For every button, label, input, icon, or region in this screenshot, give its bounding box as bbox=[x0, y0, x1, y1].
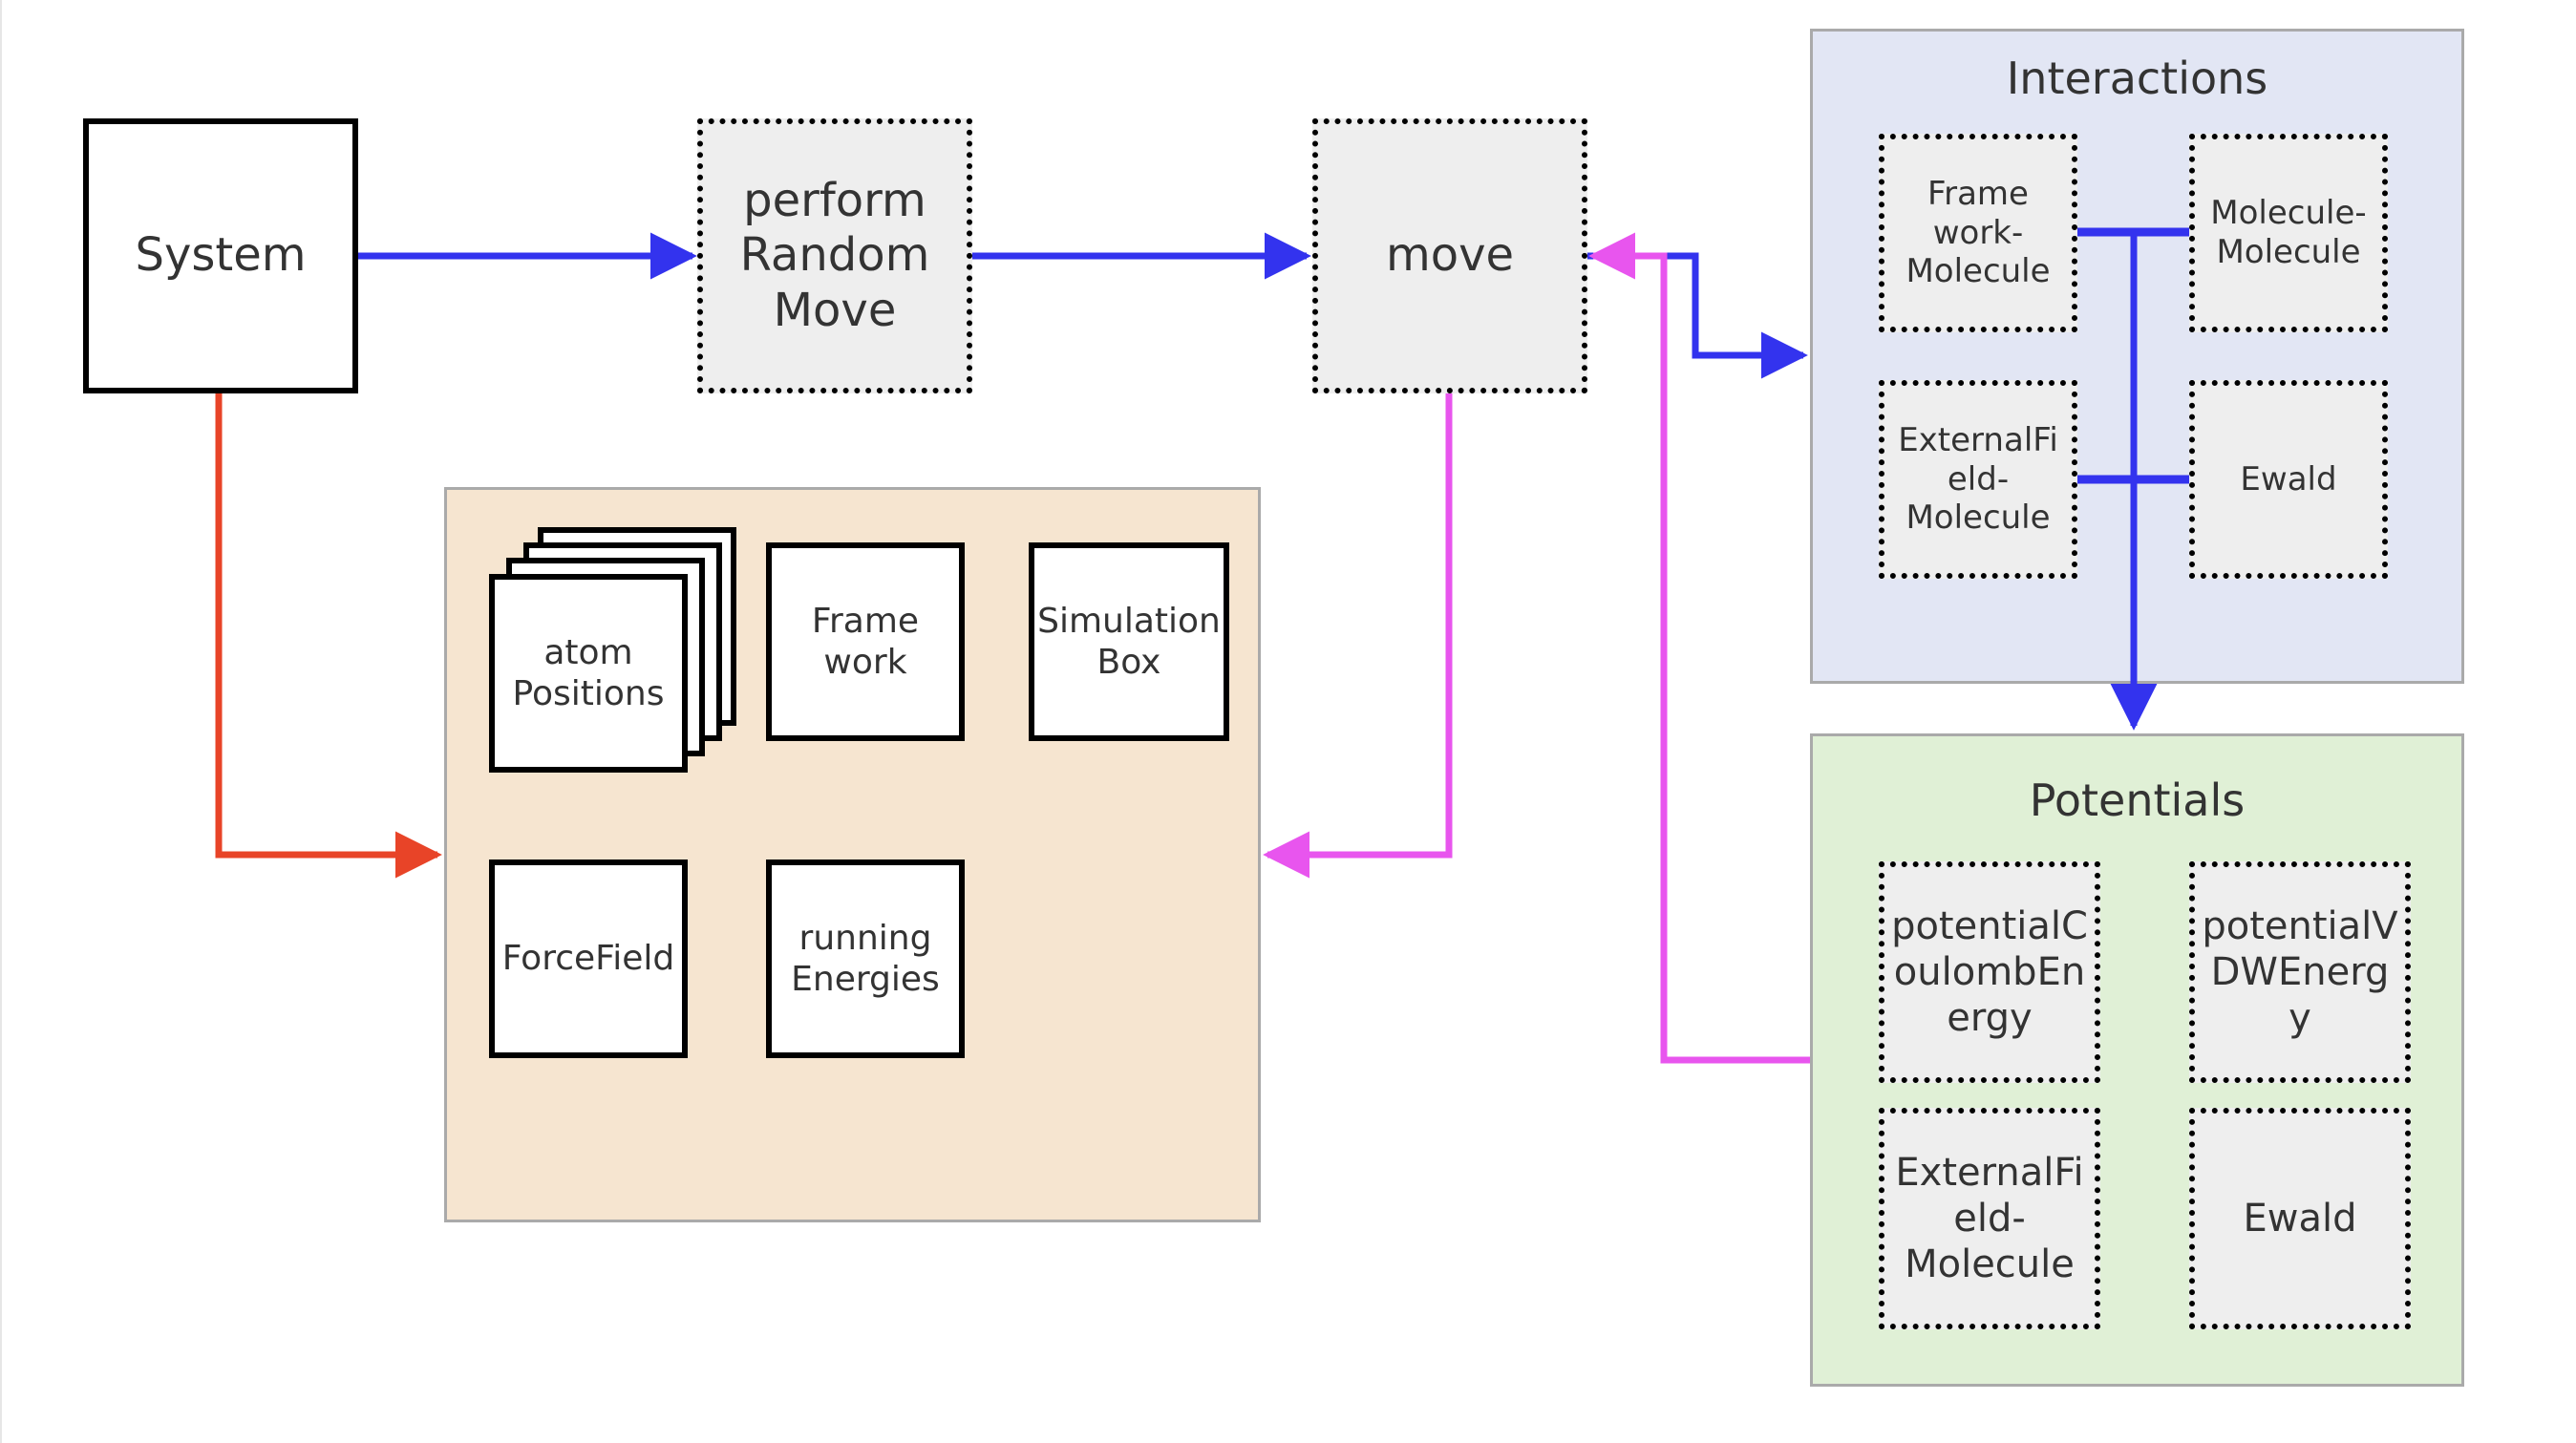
interaction-ewald-label: Ewald bbox=[2240, 459, 2337, 499]
system-label: System bbox=[135, 228, 307, 283]
potentials-title: Potentials bbox=[2029, 775, 2246, 826]
move-label: move bbox=[1385, 228, 1515, 283]
move-node: move bbox=[1312, 118, 1587, 393]
interaction-externalfield-molecule-label: ExternalFi eld- Molecule bbox=[1898, 420, 2058, 538]
potential-coulomb-energy-node: potentialC oulombEn ergy bbox=[1879, 861, 2100, 1083]
running-energies-label: running Energies bbox=[791, 918, 940, 999]
left-border-line bbox=[0, 0, 2, 1443]
simulation-box-label: Simulation Box bbox=[1037, 601, 1221, 682]
interaction-molecule-molecule-label: Molecule- Molecule bbox=[2210, 194, 2367, 271]
interaction-molecule-molecule-node: Molecule- Molecule bbox=[2189, 134, 2388, 332]
potential-coulomb-energy-label: potentialC oulombEn ergy bbox=[1891, 904, 2088, 1040]
simulation-box-node: Simulation Box bbox=[1029, 542, 1229, 741]
arrow-move-to-state-panel bbox=[1263, 393, 1453, 879]
arrow-move-to-interactions bbox=[1587, 252, 1808, 379]
interaction-ewald-node: Ewald bbox=[2189, 380, 2388, 579]
forcefield-label: ForceField bbox=[501, 939, 675, 979]
atom-positions-label: atom Positions bbox=[512, 632, 665, 713]
interaction-framework-molecule-label: Frame work- Molecule bbox=[1905, 174, 2051, 291]
framework-node: Frame work bbox=[766, 542, 965, 741]
potential-externalfield-molecule-node: ExternalFi eld- Molecule bbox=[1879, 1108, 2100, 1329]
arrow-system-to-state-panel bbox=[215, 393, 442, 879]
perform-random-move-node: perform Random Move bbox=[697, 118, 972, 393]
potential-ewald-node: Ewald bbox=[2189, 1108, 2411, 1329]
atom-positions-node: atom Positions bbox=[489, 574, 688, 773]
potential-vdw-energy-node: potentialV DWEnerg y bbox=[2189, 861, 2411, 1083]
potential-vdw-energy-label: potentialV DWEnerg y bbox=[2202, 904, 2398, 1040]
forcefield-node: ForceField bbox=[489, 859, 688, 1058]
system-node: System bbox=[83, 118, 358, 393]
framework-label: Frame work bbox=[811, 601, 920, 682]
perform-random-move-label: perform Random Move bbox=[739, 173, 930, 337]
running-energies-node: running Energies bbox=[766, 859, 965, 1058]
interaction-framework-molecule-node: Frame work- Molecule bbox=[1879, 134, 2077, 332]
interaction-externalfield-molecule-node: ExternalFi eld- Molecule bbox=[1879, 380, 2077, 579]
arrow-potentials-to-move bbox=[1588, 232, 1810, 1064]
potential-externalfield-molecule-label: ExternalFi eld- Molecule bbox=[1895, 1151, 2084, 1286]
interactions-title: Interactions bbox=[2006, 53, 2268, 104]
potential-ewald-label: Ewald bbox=[2243, 1197, 2357, 1241]
